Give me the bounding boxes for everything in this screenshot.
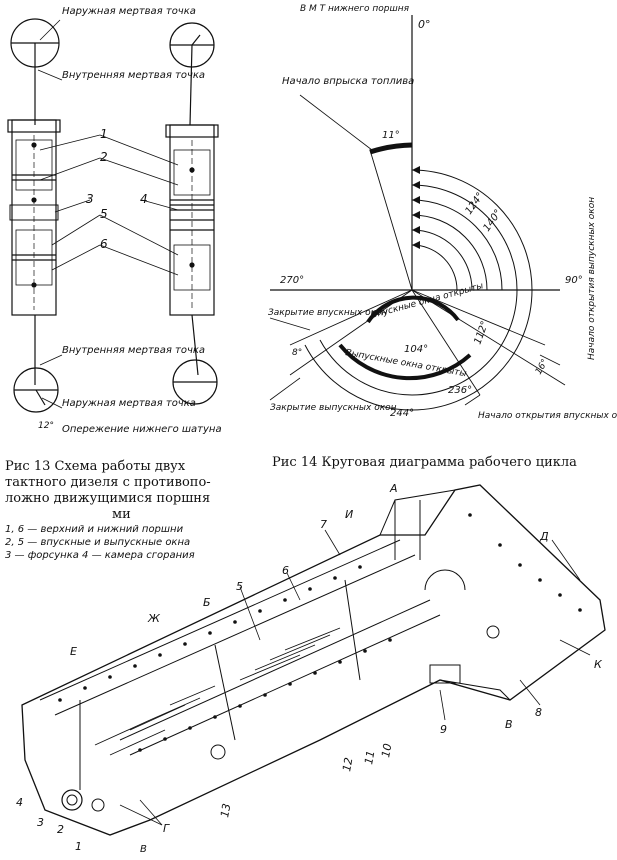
fig13-number-4: 4	[140, 192, 148, 206]
fig15-letter-v-right: В	[505, 718, 513, 731]
fig14-label-90: 90°	[565, 275, 583, 286]
fig14-circular-diagram	[269, 15, 566, 411]
fig15-number-1: 1	[75, 840, 82, 853]
fig13-number-3: 3	[86, 192, 94, 206]
fig14-label-bdc: В М Т нижнего поршня	[300, 4, 410, 14]
fig14-label-244: 244°	[390, 408, 414, 419]
fig13-label-angle-12: 12°	[38, 421, 54, 431]
fig13-label-outer-dead-top: Наружная мертвая точка	[62, 6, 196, 17]
fig13-label-advance: Опережение нижнего шатуна	[62, 424, 222, 435]
fig14-label-236: 236°	[448, 385, 472, 396]
fig15-letter-g: Г	[163, 822, 170, 835]
fig15-letter-d: Д	[539, 530, 549, 543]
fig15-number-6: 6	[282, 564, 289, 577]
fig14-label-injection-start: Начало впрыска топлива	[282, 76, 414, 87]
fig15-letter-k: К	[594, 658, 603, 671]
fig15-number-13: 13	[218, 802, 233, 818]
fig13-number-5: 5	[100, 207, 108, 221]
exhaust-open-arc	[338, 343, 472, 381]
fig15-number-10: 10	[379, 742, 394, 758]
fig14-label-16: 16°	[534, 358, 551, 377]
fig13-caption-line4: ми	[112, 507, 131, 522]
fig15-number-2: 2	[57, 823, 64, 836]
fig15-frame-drawing	[21, 484, 606, 836]
fig14-label-intake-close: Закрытие впускных окон	[268, 308, 388, 318]
fig15-letter-i: И	[345, 508, 353, 521]
fig14-label-140: 140°	[481, 208, 504, 234]
fig14-label-8: 8°	[292, 348, 302, 358]
fig14-label-start-exhaust-open: Начало открытия выпускных окон	[587, 197, 597, 360]
fig15-letter-v-bottom: В	[140, 844, 147, 855]
fig15-number-7: 7	[320, 518, 327, 531]
fig14-label-270: 270°	[280, 275, 304, 286]
fig13-legend-1: 1, 6 — верхний и нижний поршни	[5, 524, 184, 535]
fig15-number-4: 4	[16, 796, 23, 809]
fig13-legend-3: 3 — форсунка 4 — камера сгорания	[5, 550, 195, 561]
fig13-label-inner-dead-top: Внутренняя мертвая точка	[62, 70, 205, 81]
left-cylinder	[7, 119, 61, 316]
fig13-number-1: 1	[100, 127, 108, 141]
fig13-number-6: 6	[100, 237, 108, 251]
fig15-number-12: 12	[340, 756, 355, 772]
fig14-label-exhaust-close: Закрытие выпускных окон	[270, 403, 397, 413]
fig13-caption-line1: Рис 13 Схема работы двух	[5, 459, 186, 474]
fig15-letter-a: А	[389, 482, 398, 495]
fig15-number-11: 11	[362, 749, 377, 765]
fig14-label-11: 11°	[382, 130, 400, 141]
fig15-letter-zh: Ж	[147, 612, 161, 625]
fig13-label-outer-dead-bottom: Наружная мертвая точка	[62, 398, 196, 409]
fig13-schematic	[7, 18, 219, 413]
fig14-label-start-intake-open: Начало открытия впускных окон	[478, 411, 617, 421]
fig15-number-9: 9	[440, 723, 447, 736]
fig13-label-inner-dead-bottom: Внутренняя мертвая точка	[62, 345, 205, 356]
fig15-letter-e: Е	[70, 645, 77, 658]
fig15-number-5: 5	[236, 580, 243, 593]
fig14-label-104: 104°	[404, 344, 428, 355]
fig15-letter-b: Б	[203, 596, 211, 609]
fig14-label-zero: 0°	[418, 18, 431, 31]
fig14-label-112: 112°	[472, 320, 491, 346]
fig15-number-8: 8	[535, 706, 542, 719]
right-cylinder	[165, 124, 219, 316]
fig13-number-2: 2	[100, 150, 108, 164]
intake-open-arc	[366, 295, 460, 324]
fig14-caption: Рис 14 Круговая диаграмма рабочего цикла	[272, 455, 577, 470]
fig13-caption-line3: ложно движущимися поршня	[5, 491, 211, 506]
fig15-number-3: 3	[37, 816, 44, 829]
fig13-caption-line2: тактного дизеля с противопо-	[5, 475, 211, 490]
fig13-legend-2: 2, 5 — впускные и выпускные окна	[5, 537, 191, 548]
injection-arc-11	[369, 142, 413, 155]
